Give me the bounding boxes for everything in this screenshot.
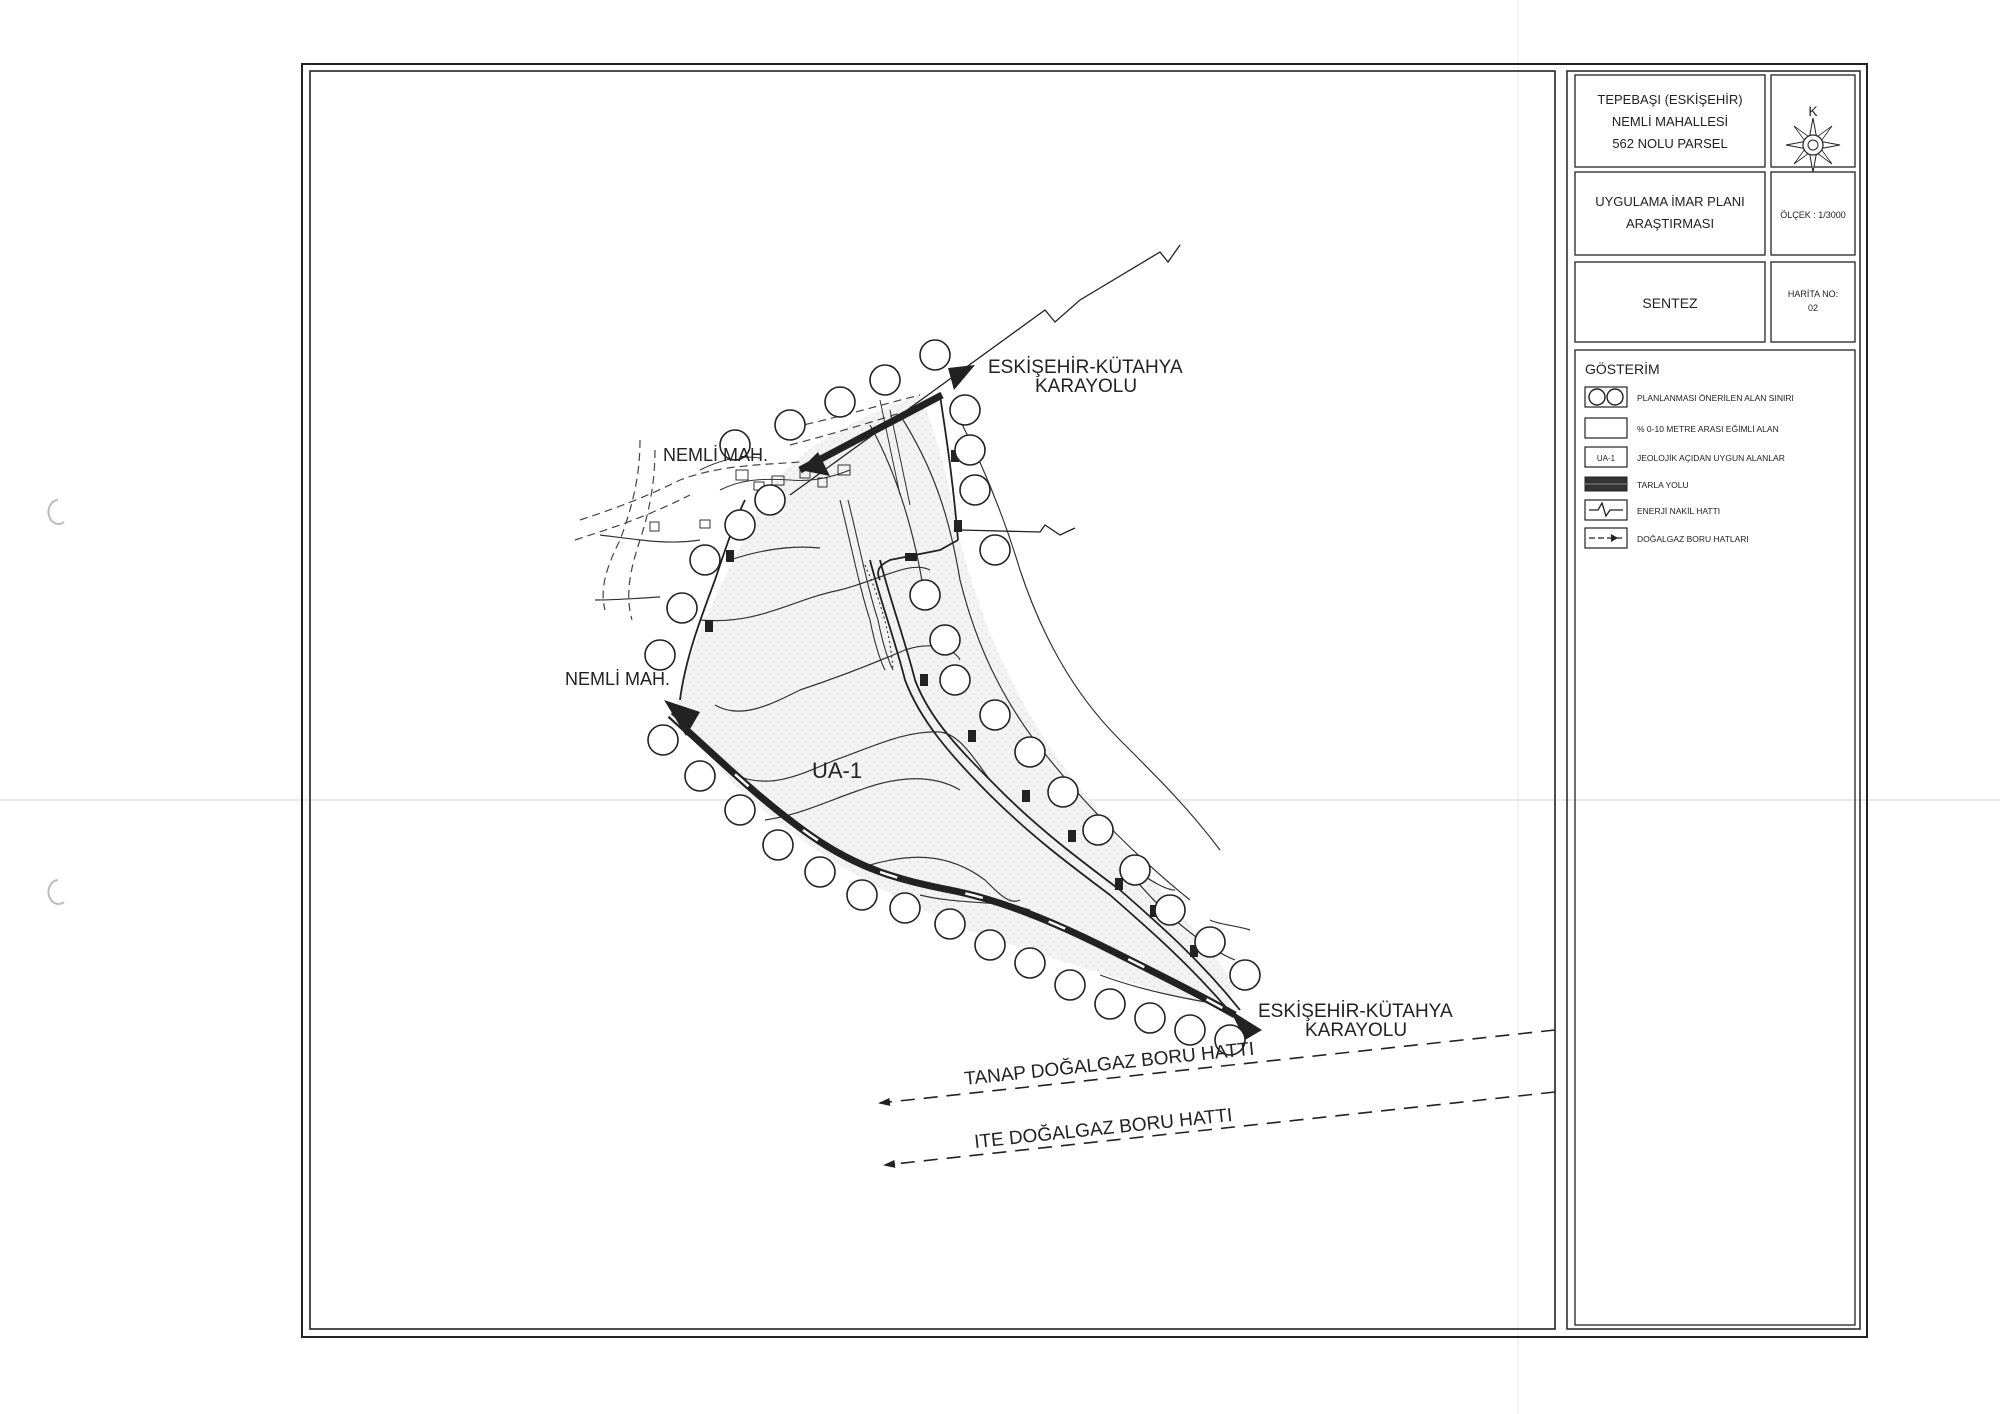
map-title: SENTEZ bbox=[1642, 295, 1698, 311]
empty-box-icon bbox=[1584, 417, 1628, 439]
legend-label-geology: JEOLOJİK AÇIDAN UYGUN ALANLAR bbox=[1637, 453, 1785, 463]
gas-pipelines bbox=[878, 1029, 1556, 1168]
scale-text: ÖLÇEK : 1/3000 bbox=[1780, 210, 1846, 220]
legend-item-field-road: TARLA YOLU bbox=[1584, 476, 1689, 492]
legend-item-energy: ENERJİ NAKİL HATTI bbox=[1584, 499, 1720, 521]
map-labels: ESKİŞEHİR-KÜTAHYA KARAYOLU NEMLİ MAH. NE… bbox=[565, 357, 1453, 1041]
map-area: ESKİŞEHİR-KÜTAHYA KARAYOLU NEMLİ MAH. NE… bbox=[565, 244, 1556, 1168]
north-letter: K bbox=[1808, 103, 1818, 119]
planning-zone bbox=[677, 395, 1235, 1010]
boundary-circles bbox=[644, 339, 1261, 1056]
stream bbox=[839, 499, 894, 671]
power-line-icon bbox=[1589, 501, 1623, 518]
boundary-ticks bbox=[705, 450, 1198, 957]
village-left-label: NEMLİ MAH. bbox=[565, 669, 670, 689]
legend-label-boundary: PLANLANMASI ÖNERİLEN ALAN SINIRI bbox=[1637, 393, 1794, 403]
location-line-2: NEMLİ MAHALLESİ bbox=[1612, 114, 1728, 129]
tanap-pipeline-label: TANAP DOĞALGAZ BORU HATTI bbox=[963, 1038, 1255, 1090]
map-number: 02 bbox=[1808, 303, 1818, 313]
study-line-2: ARAŞTIRMASI bbox=[1626, 216, 1714, 231]
highway-bottom-label-line1: ESKİŞEHİR-KÜTAHYA bbox=[1258, 1001, 1453, 1022]
energy-line bbox=[789, 244, 1181, 536]
legend-item-geology: UA-1 JEOLOJİK AÇIDAN UYGUN ALANLAR bbox=[1584, 446, 1785, 468]
legend-label-slope: % 0-10 METRE ARASI EĞİMLİ ALAN bbox=[1637, 424, 1779, 434]
village-top-label: NEMLİ MAH. bbox=[663, 445, 768, 465]
field-road bbox=[667, 391, 1237, 1019]
location-line-1: TEPEBAŞI (ESKİŞEHİR) bbox=[1597, 92, 1742, 107]
legend-label-field-road: TARLA YOLU bbox=[1637, 480, 1689, 490]
drawing-frame bbox=[301, 63, 1868, 1338]
location-line-3: 562 NOLU PARSEL bbox=[1612, 136, 1727, 151]
title-block: TEPEBAŞI (ESKİŞEHİR) NEMLİ MAHALLESİ 562… bbox=[1566, 70, 1861, 1330]
highway-top-label-line2: KARAYOLU bbox=[1035, 376, 1137, 397]
highway-top-label-line1: ESKİŞEHİR-KÜTAHYA bbox=[988, 357, 1183, 378]
legend-heading: GÖSTERİM bbox=[1585, 360, 1660, 377]
circles-icon bbox=[1588, 388, 1624, 406]
zone-label: UA-1 bbox=[812, 758, 862, 783]
legend-item-boundary: PLANLANMASI ÖNERİLEN ALAN SINIRI bbox=[1584, 386, 1794, 408]
direction-arrows bbox=[664, 365, 1262, 1040]
ua-box-icon bbox=[1584, 446, 1628, 468]
legend-label-energy: ENERJİ NAKİL HATTI bbox=[1637, 506, 1720, 516]
study-line-1: UYGULAMA İMAR PLANI bbox=[1595, 194, 1745, 209]
legend-item-slope: % 0-10 METRE ARASI EĞİMLİ ALAN bbox=[1584, 417, 1779, 439]
legend-item-pipeline: DOĞALGAZ BORU HATLARI bbox=[1584, 527, 1749, 549]
north-arrow-icon: K bbox=[1785, 103, 1841, 173]
boundary-line bbox=[679, 394, 1241, 1013]
legend-label-pipeline: DOĞALGAZ BORU HATLARI bbox=[1637, 534, 1749, 544]
ite-pipeline-label: ITE DOĞALGAZ BORU HATTI bbox=[973, 1104, 1233, 1153]
map-number-label: HARİTA NO: bbox=[1788, 289, 1838, 299]
pipeline-icon bbox=[1589, 534, 1623, 542]
legend-code-ua: UA-1 bbox=[1597, 454, 1616, 463]
pipeline-labels: TANAP DOĞALGAZ BORU HATTI ITE DOĞALGAZ B… bbox=[963, 1038, 1255, 1153]
highway-bottom-label-line2: KARAYOLU bbox=[1305, 1020, 1407, 1041]
